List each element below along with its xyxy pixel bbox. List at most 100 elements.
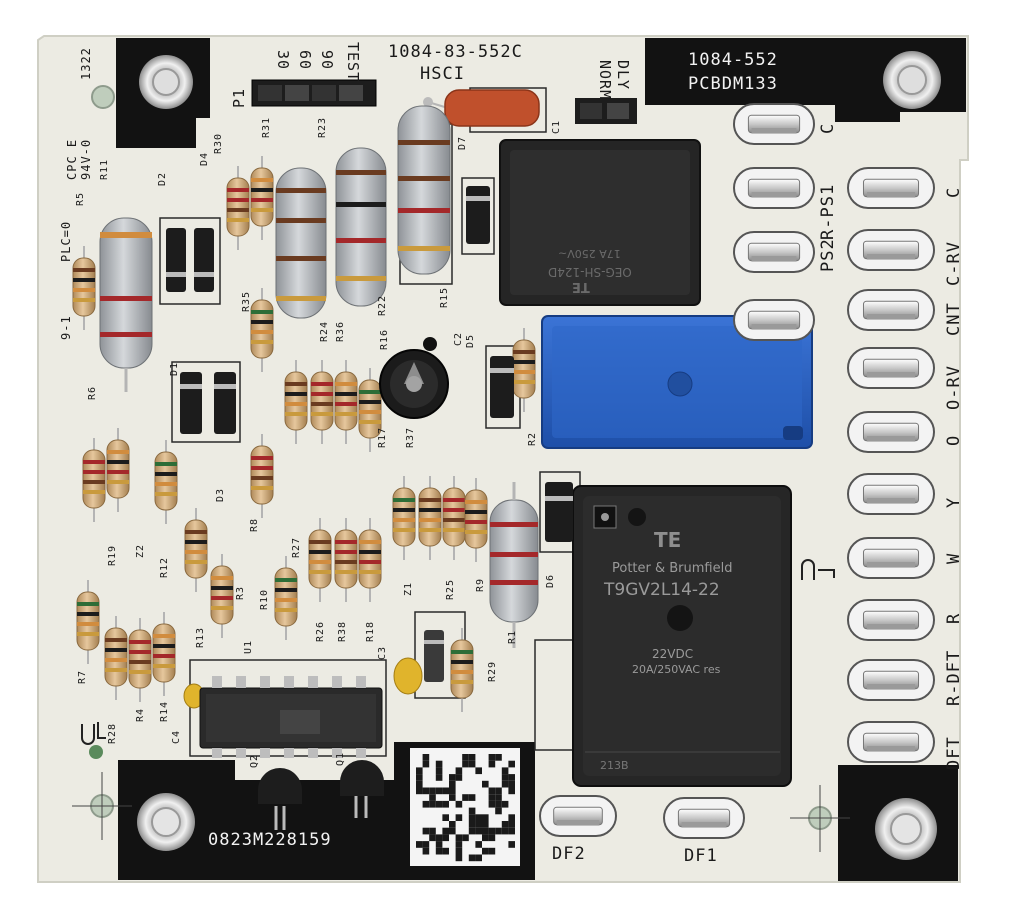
resistor — [226, 166, 250, 250]
refdes-label: R9 — [475, 577, 486, 592]
spade-terminal — [847, 473, 935, 515]
small-black-relay — [499, 139, 701, 306]
code-1322: 1322 — [79, 47, 93, 80]
relay-maker: Potter & Brumfield — [612, 561, 733, 576]
ul-mark-right — [801, 559, 835, 580]
refdes-label: Z1 — [403, 581, 414, 596]
spade-terminal — [733, 167, 815, 209]
refdes-label: D6 — [545, 573, 556, 588]
code-94v: 94V-0 — [79, 138, 93, 180]
terminal-label-cnt: CNT — [944, 302, 964, 336]
refdes-label: R2 — [527, 431, 538, 446]
refdes-label: R22 — [377, 294, 388, 316]
jumper-header-p1 — [251, 79, 377, 107]
ul-mark-left — [81, 722, 106, 759]
jumper-header-dly — [575, 98, 637, 124]
jumper-90-label: 90 — [318, 50, 336, 71]
spade-terminal — [847, 599, 935, 641]
jumper-60-label: 60 — [296, 50, 314, 71]
refdes-label: D2 — [157, 171, 168, 186]
plc-label: PLC=0 — [59, 220, 73, 262]
refdes-label: R5 — [75, 191, 86, 206]
resistor — [72, 246, 96, 330]
mount-hole-bottom-right — [790, 785, 937, 860]
refdes-label: D5 — [465, 333, 476, 348]
ic-u1 — [199, 676, 383, 758]
spade-terminal — [733, 103, 815, 145]
resistor — [310, 360, 334, 444]
spade-terminal — [733, 299, 815, 341]
relay-coil: 22VDC — [652, 647, 694, 661]
refdes-label: R26 — [315, 620, 326, 642]
terminal-label-c-right: C — [944, 186, 964, 198]
resistor — [82, 438, 106, 522]
refdes-label: R36 — [335, 320, 346, 342]
terminal-label-y: Y — [944, 496, 964, 508]
spade-terminal — [847, 659, 935, 701]
mount-hole-bottom-left — [90, 793, 195, 851]
refdes-label: R29 — [487, 660, 498, 682]
refdes-label: R24 — [319, 320, 330, 342]
terminal-label-ps2: PS2 — [818, 238, 838, 272]
code-cpc: CPC E — [65, 138, 79, 180]
model-number-1: 1084-552 — [688, 50, 778, 70]
refdes-label: R4 — [135, 707, 146, 722]
serial-number: 0823M228159 — [208, 830, 332, 850]
resistor — [274, 556, 298, 640]
resistor — [210, 554, 234, 638]
terminal-label-c-top: C — [818, 122, 838, 134]
resistor — [334, 360, 358, 444]
refdes-label: R6 — [87, 385, 98, 400]
silk-pad-top-right — [645, 38, 966, 122]
refdes-label: C3 — [377, 645, 388, 660]
terminal-label-c-rv: C-RV — [944, 241, 964, 286]
power-resistors — [99, 105, 539, 648]
transistors — [258, 760, 384, 830]
refdes-label: R7 — [77, 669, 88, 684]
refdes-label: Q2 — [249, 753, 260, 768]
refdes-label: Z2 — [135, 543, 146, 558]
ceramic-capacitors — [183, 657, 423, 709]
resistor — [358, 518, 382, 602]
model-number-2: PCBDM133 — [688, 74, 778, 94]
refdes-label: R28 — [107, 722, 118, 744]
spade-terminal — [663, 797, 745, 839]
resistor — [464, 478, 488, 562]
refdes-label: R3 — [235, 585, 246, 600]
refdes-label: C2 — [453, 331, 464, 346]
refdes-label: R10 — [259, 588, 270, 610]
refdes-label: R11 — [99, 158, 110, 180]
crosshair-marks — [72, 772, 132, 840]
blue-relay — [541, 315, 813, 449]
mount-hole-top-right — [883, 51, 941, 109]
resistor — [418, 476, 442, 560]
refdes-label: R19 — [107, 544, 118, 566]
refdes-label: D1 — [169, 361, 180, 376]
relay-brand: TE — [654, 528, 682, 552]
relay-lot: 213B — [600, 759, 629, 772]
refdes-label: D7 — [457, 135, 468, 150]
resistor — [334, 518, 358, 602]
refdes-label: R23 — [317, 116, 328, 138]
refdes-label: C4 — [171, 729, 182, 744]
refdes-label: R37 — [405, 426, 416, 448]
spade-terminal — [847, 721, 935, 763]
resistor — [184, 508, 208, 592]
capacitor-c1 — [423, 89, 540, 127]
jumper-test-label: TEST — [344, 42, 362, 83]
refdes-label: D4 — [199, 151, 210, 166]
resistor — [358, 368, 382, 452]
refdes-label: R35 — [241, 290, 252, 312]
spade-terminals — [539, 103, 935, 839]
refdes-label: R31 — [261, 116, 272, 138]
resistor — [154, 440, 178, 524]
relay-rating: 20A/250VAC res — [632, 663, 721, 676]
terminal-label-r: R — [944, 612, 964, 624]
spade-terminal — [847, 537, 935, 579]
resistor — [392, 476, 416, 560]
spade-terminal — [847, 347, 935, 389]
rev-label: 9-1 — [59, 315, 73, 340]
resistor — [128, 618, 152, 702]
refdes-label: D3 — [215, 487, 226, 502]
terminal-label-df2: DF2 — [552, 844, 586, 864]
